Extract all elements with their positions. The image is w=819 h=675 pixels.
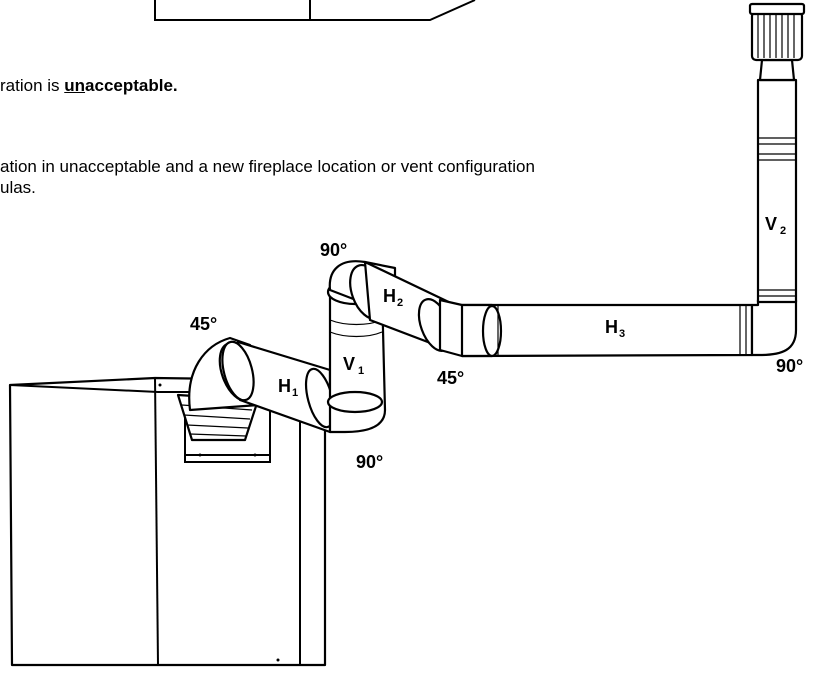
elbow-90-right [750,298,798,357]
pipe-v1 [326,278,387,434]
fireplace-unit [8,376,327,667]
angle-45-left-label: 45° [190,314,217,334]
pipe-v2 [756,78,798,304]
angle-90-right-label: 90° [776,356,803,376]
statement-suffix: acceptable. [85,76,178,95]
statement-prefix: ration is [0,76,65,95]
v2-label: V [765,214,777,234]
h3-label: H [605,317,618,337]
statement-unacceptable: ration is unacceptable. [0,76,178,96]
vent-termination-cap [748,2,806,82]
v1-subscript: 1 [358,365,364,377]
angle-90-bottom-label: 90° [356,452,383,472]
v2-subscript: 2 [780,225,786,237]
h1-label: H [278,376,291,396]
h2-label: H [383,286,396,306]
h1-subscript: 1 [292,387,298,399]
statement-un: un [64,76,86,95]
h3-subscript: 3 [619,328,625,340]
angle-90-top-label: 90° [320,240,347,260]
angle-45-mid-label: 45° [437,368,464,388]
v1-label: V [343,354,355,374]
h2-subscript: 2 [397,297,403,309]
explanation-line-1: ation in unacceptable and a new fireplac… [0,157,535,176]
upper-fireplace-fragment [154,0,476,21]
explanation-line-2: ulas. [0,178,36,197]
